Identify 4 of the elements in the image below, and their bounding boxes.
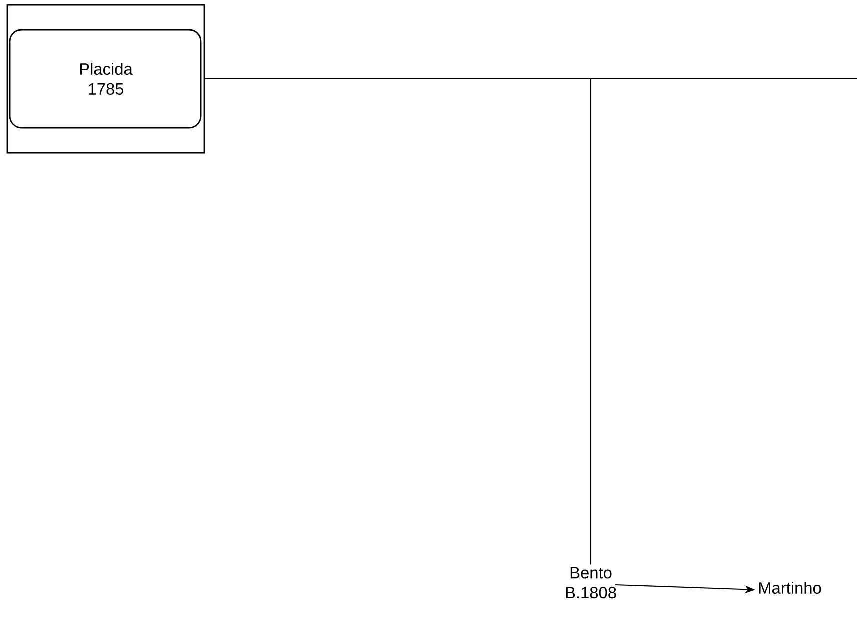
person-box: Placida 1785: [6, 4, 206, 154]
person-name: Bento B.1808: [566, 567, 616, 599]
person-name: Martinho: [759, 582, 822, 594]
connector-line: [205, 78, 857, 80]
